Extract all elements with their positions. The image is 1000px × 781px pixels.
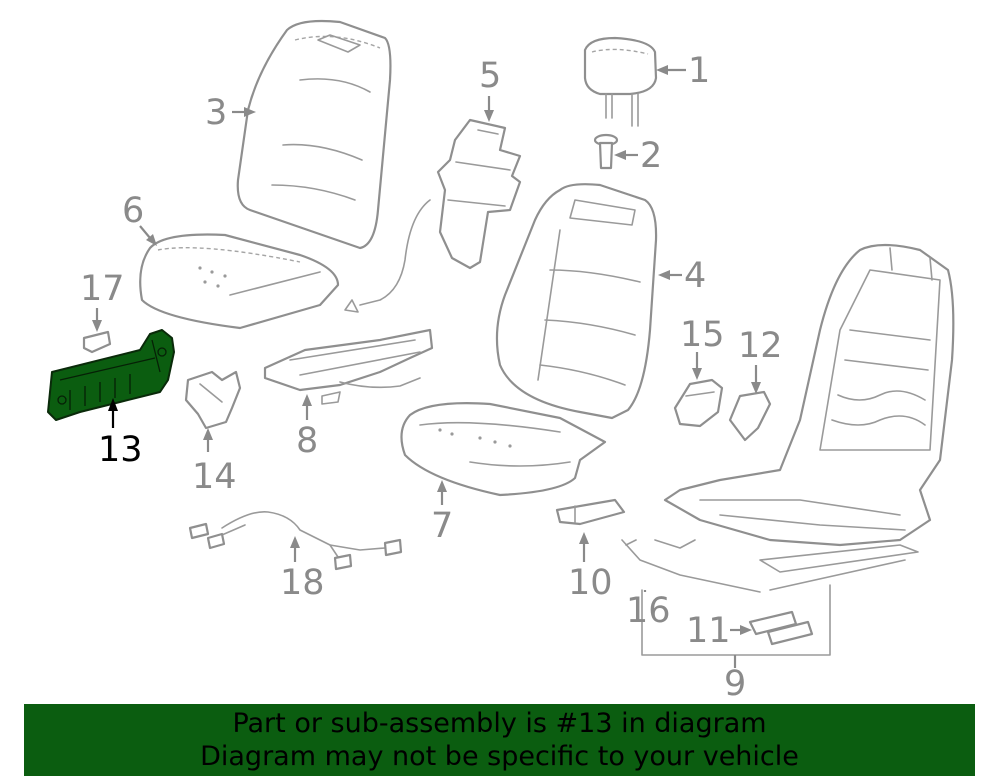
part-15-bracket [673, 378, 724, 428]
part-6-seat-cushion-pad [139, 233, 340, 330]
banner-line-2: Diagram may not be specific to your vehi… [200, 741, 799, 772]
callout-15: 15 [680, 315, 725, 355]
callout-6: 6 [122, 191, 144, 231]
part-1-headrest [583, 36, 658, 127]
callout-10: 10 [568, 563, 613, 603]
callout-11: 11 [686, 611, 731, 651]
leader-arrows [92, 65, 761, 635]
part-11-rail-cover [748, 610, 814, 646]
callout-9: 9 [724, 664, 746, 704]
callout-4: 4 [684, 256, 706, 296]
part-4-seatback-assembly [495, 183, 658, 420]
callout-2: 2 [640, 136, 662, 176]
banner-line-1: Part or sub-assembly is #13 in diagram [232, 708, 767, 739]
part-8-seat-mat [263, 328, 434, 405]
part-17-clip [82, 330, 112, 354]
part-13-side-trim [47, 329, 175, 421]
callout-13: 13 [98, 430, 143, 470]
part-14-inner-trim [184, 370, 242, 430]
part-3-seatback-cover [236, 19, 392, 250]
callout-3: 3 [205, 93, 227, 133]
part-9-seat-frame [654, 243, 955, 591]
callout-14: 14 [192, 457, 237, 497]
callout-17: 17 [80, 269, 125, 309]
part-2-headrest-guide [593, 133, 619, 170]
callout-8: 8 [296, 421, 318, 461]
notice-banner: Part or sub-assembly is #13 in diagram D… [24, 704, 975, 776]
part-7-seat-cushion-cover [400, 402, 607, 497]
part-12-cover [728, 390, 772, 442]
part-16-rod [621, 539, 761, 593]
part-5-lumbar-pad [344, 118, 522, 313]
part-10-handle [555, 498, 626, 526]
part-18-wire-harness [188, 511, 403, 571]
callout-16: 16 [626, 591, 671, 631]
callout-18: 18 [280, 563, 325, 603]
callout-1: 1 [688, 51, 710, 91]
callout-12: 12 [738, 326, 783, 366]
callout-7: 7 [431, 506, 453, 546]
callout-5: 5 [479, 56, 501, 96]
